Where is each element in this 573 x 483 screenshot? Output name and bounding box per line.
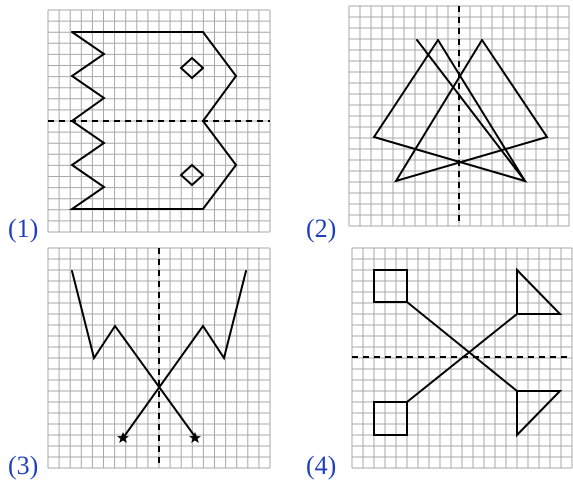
grid-2 xyxy=(348,5,570,227)
figure-1-outline xyxy=(68,31,238,210)
panel-1: (1) xyxy=(8,9,271,243)
star-icon xyxy=(189,432,201,443)
figure-2-left-shape xyxy=(372,39,528,183)
figure-4-upper-triangle xyxy=(516,267,563,315)
figure-4-diagonal-down xyxy=(406,301,518,392)
panel-label-4: (4) xyxy=(306,451,336,480)
panel-4: (4) xyxy=(306,247,573,480)
panel-label-3: (3) xyxy=(8,451,38,480)
panel-2: (2) xyxy=(306,5,570,243)
star-icon xyxy=(117,432,129,443)
figure-4-diagonal-up xyxy=(406,313,518,403)
panel-3: (3) xyxy=(8,247,271,480)
figure-1-upper-diamond xyxy=(179,56,205,80)
figure-4-upper-square xyxy=(373,269,408,303)
figure-3-left-zigzag xyxy=(71,270,197,439)
panel-label-2: (2) xyxy=(306,214,336,243)
figure-2-right-shape xyxy=(437,39,526,182)
figure-4-lower-square xyxy=(373,401,408,436)
panel-label-1: (1) xyxy=(8,214,38,243)
figure-3-right-zigzag xyxy=(122,270,247,439)
figure-1-lower-diamond xyxy=(179,163,205,187)
figure-4-lower-triangle xyxy=(516,390,563,438)
figure-2-right-triangle xyxy=(393,39,549,183)
